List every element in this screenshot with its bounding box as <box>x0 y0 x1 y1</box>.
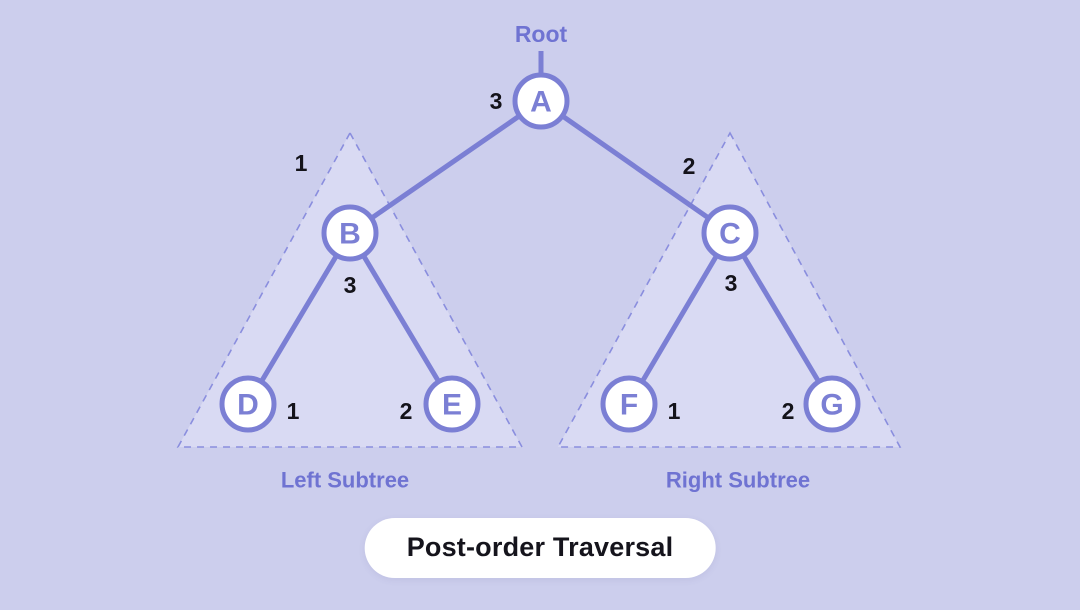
order-number-order-c: 2 <box>683 153 696 179</box>
node-label-B: B <box>339 218 361 251</box>
tree-node-B[interactable]: B <box>321 204 379 262</box>
node-circle-D <box>219 375 277 433</box>
node-circle-E <box>423 375 481 433</box>
subtree-label-right: Right Subtree <box>666 468 810 493</box>
order-number-order-g: 2 <box>782 398 795 424</box>
subtree-triangle-right <box>556 131 902 448</box>
node-label-D: D <box>237 389 259 422</box>
order-number-order-b: 1 <box>295 150 308 176</box>
edge-C-F <box>639 252 720 385</box>
order-number-order-f: 1 <box>668 398 681 424</box>
subtree-label-left: Left Subtree <box>281 468 409 493</box>
root-label: Root <box>515 21 568 47</box>
order-number-order-d: 1 <box>287 398 300 424</box>
node-label-G: G <box>820 389 843 422</box>
edge-C-G <box>740 251 822 386</box>
node-label-E: E <box>442 389 462 422</box>
tree-node-D[interactable]: D <box>219 375 277 433</box>
tree-edges <box>258 112 822 386</box>
tree-node-F[interactable]: F <box>600 375 658 433</box>
order-number-order-c-child: 3 <box>725 270 738 296</box>
tree-node-E[interactable]: E <box>423 375 481 433</box>
node-circle-A <box>512 72 570 130</box>
tree-node-C[interactable]: C <box>701 204 759 262</box>
title-text: Post-order Traversal <box>406 532 674 562</box>
node-circle-C <box>701 204 759 262</box>
order-number-order-e: 2 <box>400 398 413 424</box>
edge-B-D <box>258 251 340 386</box>
order-number-order-a: 3 <box>490 88 503 114</box>
edge-A-C <box>558 112 713 222</box>
edge-A-B <box>368 112 523 222</box>
subtree-triangle-left <box>176 131 524 448</box>
node-circle-F <box>600 375 658 433</box>
node-circle-G <box>803 375 861 433</box>
order-number-order-b-child: 3 <box>344 272 357 298</box>
node-label-C: C <box>719 218 741 251</box>
tree-nodes: A B C D E F G <box>219 72 861 433</box>
edge-B-E <box>360 251 442 386</box>
tree-node-A[interactable]: A <box>512 72 570 130</box>
title-badge: Post-order Traversal <box>364 518 716 578</box>
node-label-F: F <box>620 389 638 422</box>
subtree-triangles <box>176 131 902 448</box>
node-circle-B <box>321 204 379 262</box>
tree-node-G[interactable]: G <box>803 375 861 433</box>
traversal-order-numbers: 3 1 2 3 3 1 2 1 2 <box>287 88 795 424</box>
node-label-A: A <box>530 86 552 119</box>
